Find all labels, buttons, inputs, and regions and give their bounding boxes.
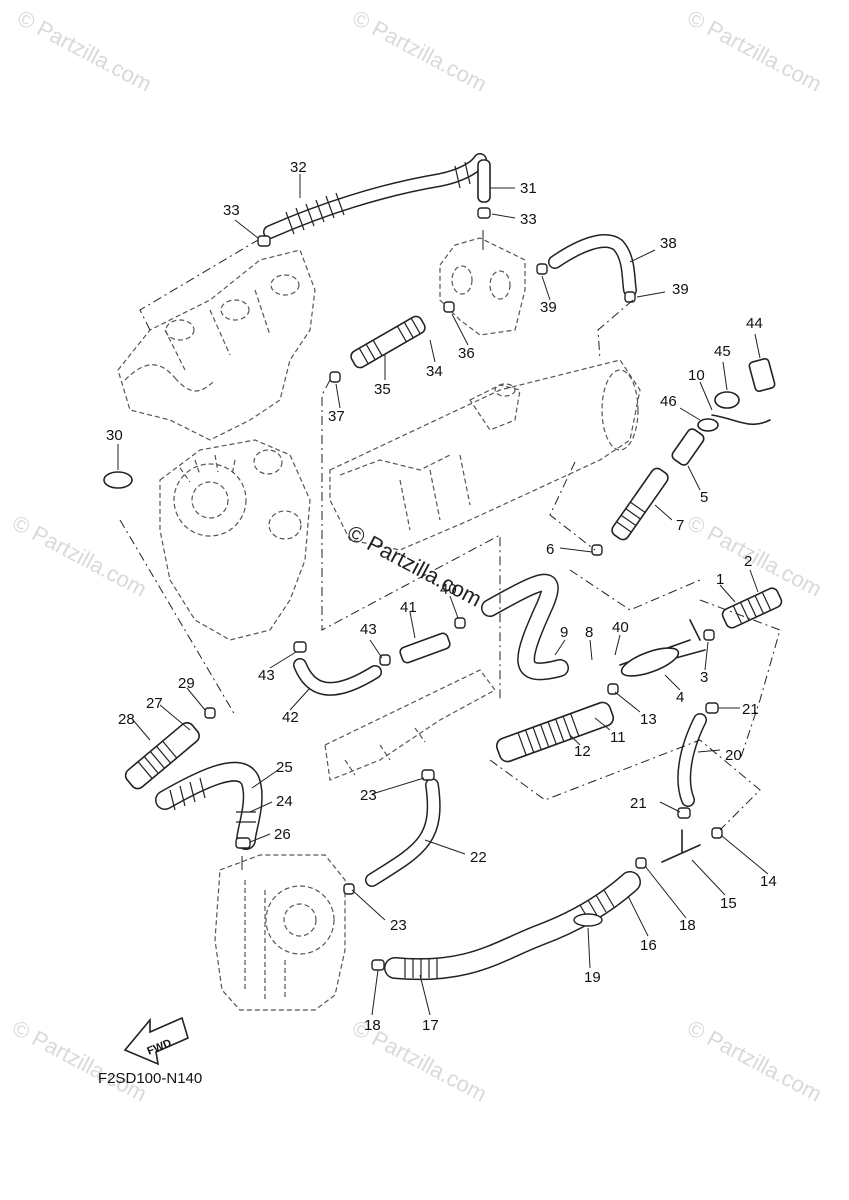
callout-27: 27 — [146, 695, 163, 712]
callout-2: 2 — [744, 553, 752, 570]
callout-25: 25 — [276, 759, 293, 776]
callout-4: 4 — [676, 689, 684, 706]
callout-21: 21 — [742, 701, 759, 718]
fitting-5 — [671, 428, 705, 466]
callout-14: 14 — [760, 873, 777, 890]
callout-5: 5 — [700, 489, 708, 506]
callout-6: 6 — [546, 541, 554, 558]
hose-7 — [611, 467, 669, 541]
washer-46 — [697, 418, 719, 432]
t-fitting-15 — [661, 829, 701, 863]
exhaust-manifold — [117, 249, 316, 441]
callout-44: 44 — [746, 315, 763, 332]
hose-42 — [294, 659, 381, 695]
callout-26: 26 — [274, 826, 291, 843]
exhaust-chamber — [329, 359, 641, 551]
callout-21b: 21 — [630, 795, 647, 812]
hose-24 — [156, 763, 262, 849]
hose-38 — [549, 235, 636, 296]
callout-45: 45 — [714, 343, 731, 360]
callout-37: 37 — [328, 408, 345, 425]
callout-33: 33 — [223, 202, 240, 219]
hose-9 — [482, 575, 568, 679]
fwd-arrow: FWD — [123, 1016, 189, 1066]
callout-39b: 39 — [540, 299, 557, 316]
callout-23: 23 — [360, 787, 377, 804]
callout-28: 28 — [118, 711, 135, 728]
diagram-code: F2SD100-N140 — [98, 1070, 203, 1087]
callout-19: 19 — [584, 969, 601, 986]
callout-29: 29 — [178, 675, 195, 692]
hose-31 — [477, 159, 491, 203]
callout-22: 22 — [470, 849, 487, 866]
hose-35 — [350, 315, 426, 369]
callout-31: 31 — [520, 180, 537, 197]
hose-12 — [495, 701, 615, 763]
callout-11: 11 — [610, 729, 626, 746]
callout-39: 39 — [672, 281, 689, 298]
callout-33b: 33 — [520, 211, 537, 228]
callout-15: 15 — [720, 895, 737, 912]
callout-38: 38 — [660, 235, 677, 252]
fitting-41 — [399, 632, 451, 664]
reference-lines — [119, 239, 781, 831]
callout-24: 24 — [276, 793, 293, 810]
callout-labels: 1 2 3 4 5 6 7 8 9 10 11 12 13 14 15 16 1… — [106, 159, 777, 1034]
callout-1: 1 — [716, 571, 724, 588]
nut-45 — [714, 391, 740, 409]
leader-lines — [117, 174, 769, 1016]
pump-housing — [159, 439, 311, 641]
callout-23b: 23 — [390, 917, 407, 934]
exhaust-pipe — [324, 669, 496, 781]
callout-40b: 40 — [440, 581, 457, 598]
water-jacket-cover — [439, 230, 526, 336]
callout-8: 8 — [585, 624, 593, 641]
pipe-10 — [711, 414, 771, 426]
engine-block — [214, 854, 346, 1011]
callout-12: 12 — [574, 743, 591, 760]
callout-43: 43 — [360, 621, 377, 638]
callout-34: 34 — [426, 363, 443, 380]
callout-10: 10 — [688, 367, 705, 384]
callout-13: 13 — [640, 711, 657, 728]
washer-30 — [103, 471, 133, 489]
callout-30: 30 — [106, 427, 123, 444]
callout-42: 42 — [282, 709, 299, 726]
fitting-44 — [748, 358, 776, 392]
callout-43b: 43 — [258, 667, 275, 684]
callout-46: 46 — [660, 393, 677, 410]
hose-17 — [385, 872, 640, 979]
hose-28 — [124, 721, 200, 790]
callout-40: 40 — [612, 619, 629, 636]
callout-36: 36 — [458, 345, 475, 362]
callout-3: 3 — [700, 669, 708, 686]
hose-22 — [366, 779, 440, 886]
callout-18b: 18 — [364, 1017, 381, 1034]
callout-41: 41 — [400, 599, 417, 616]
callout-35: 35 — [374, 381, 391, 398]
hose-20 — [678, 714, 706, 806]
callout-17: 17 — [422, 1017, 439, 1034]
callout-18: 18 — [679, 917, 696, 934]
callout-20: 20 — [725, 747, 742, 764]
callout-32: 32 — [290, 159, 307, 176]
callout-16: 16 — [640, 937, 657, 954]
callout-9: 9 — [560, 624, 568, 641]
callout-7: 7 — [676, 517, 684, 534]
